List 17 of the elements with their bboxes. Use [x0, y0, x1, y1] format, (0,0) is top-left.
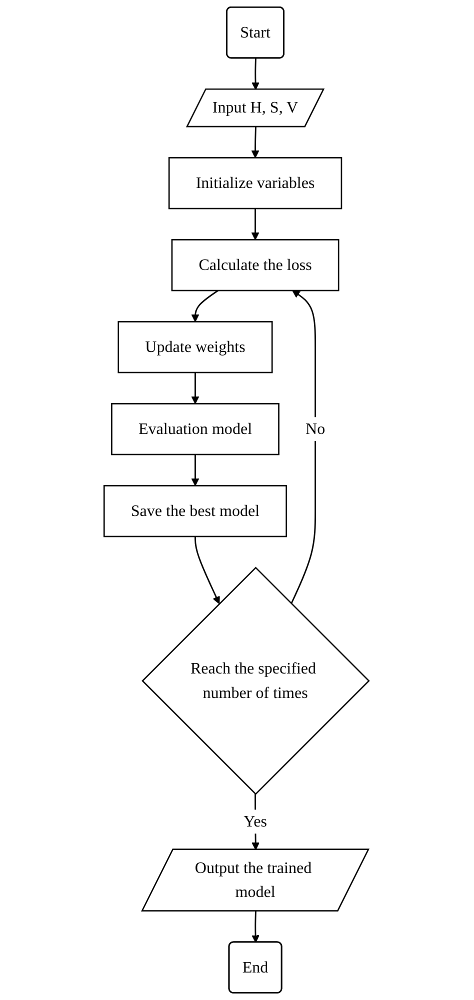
node-diamond: Reach the specified number of times — [142, 566, 370, 795]
edge-label: No — [306, 420, 326, 438]
arrow — [252, 126, 260, 158]
arrow — [252, 58, 260, 90]
arrow — [192, 372, 200, 404]
node-box: Save the best model — [104, 485, 288, 538]
edge-label: Yes — [244, 812, 268, 830]
arrow — [291, 290, 316, 604]
node-box: Calculate the loss — [172, 239, 340, 292]
arrow — [195, 536, 220, 604]
arrow — [192, 454, 200, 486]
arrow — [252, 208, 260, 240]
node-box: Evaluation model — [112, 403, 280, 456]
node-box: Initialize variables — [168, 157, 343, 210]
arrow — [252, 911, 260, 943]
arrow — [192, 290, 219, 322]
node-box: Update weights — [118, 321, 274, 374]
